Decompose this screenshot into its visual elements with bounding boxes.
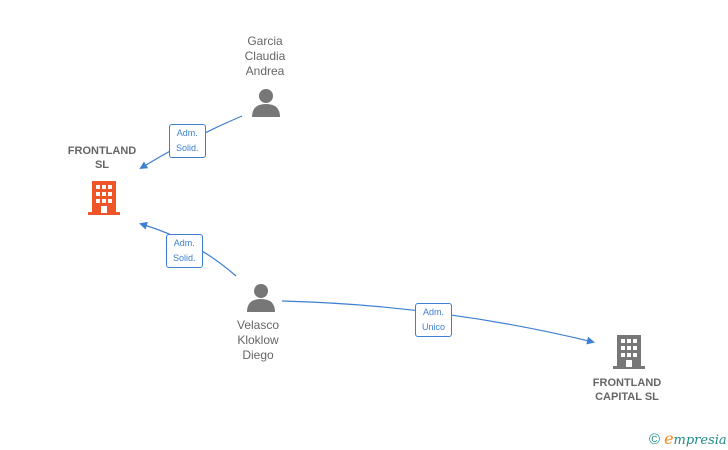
person-icon[interactable] bbox=[250, 88, 282, 118]
node-label-velasco: Velasco Kloklow Diego bbox=[236, 318, 280, 362]
building-icon[interactable] bbox=[612, 334, 646, 370]
person-icon[interactable] bbox=[245, 283, 277, 313]
edge-label-adm-solid[interactable]: Adm. Solid. bbox=[169, 124, 206, 158]
edge-label-adm-solid[interactable]: Adm. Solid. bbox=[166, 234, 203, 268]
copyright-icon: © bbox=[649, 431, 661, 448]
building-icon[interactable] bbox=[87, 180, 121, 216]
node-label-frontland-sl: FRONTLAND SL bbox=[67, 145, 137, 171]
node-label-garcia: Garcia Claudia Andrea bbox=[244, 34, 286, 78]
brand-logo: ©empresia bbox=[649, 429, 727, 448]
edge-label-adm-unico[interactable]: Adm. Unico bbox=[415, 303, 453, 337]
brand-wordmark: empresia bbox=[664, 429, 727, 448]
node-label-frontland-capital: FRONTLAND CAPITAL SL bbox=[592, 377, 662, 403]
